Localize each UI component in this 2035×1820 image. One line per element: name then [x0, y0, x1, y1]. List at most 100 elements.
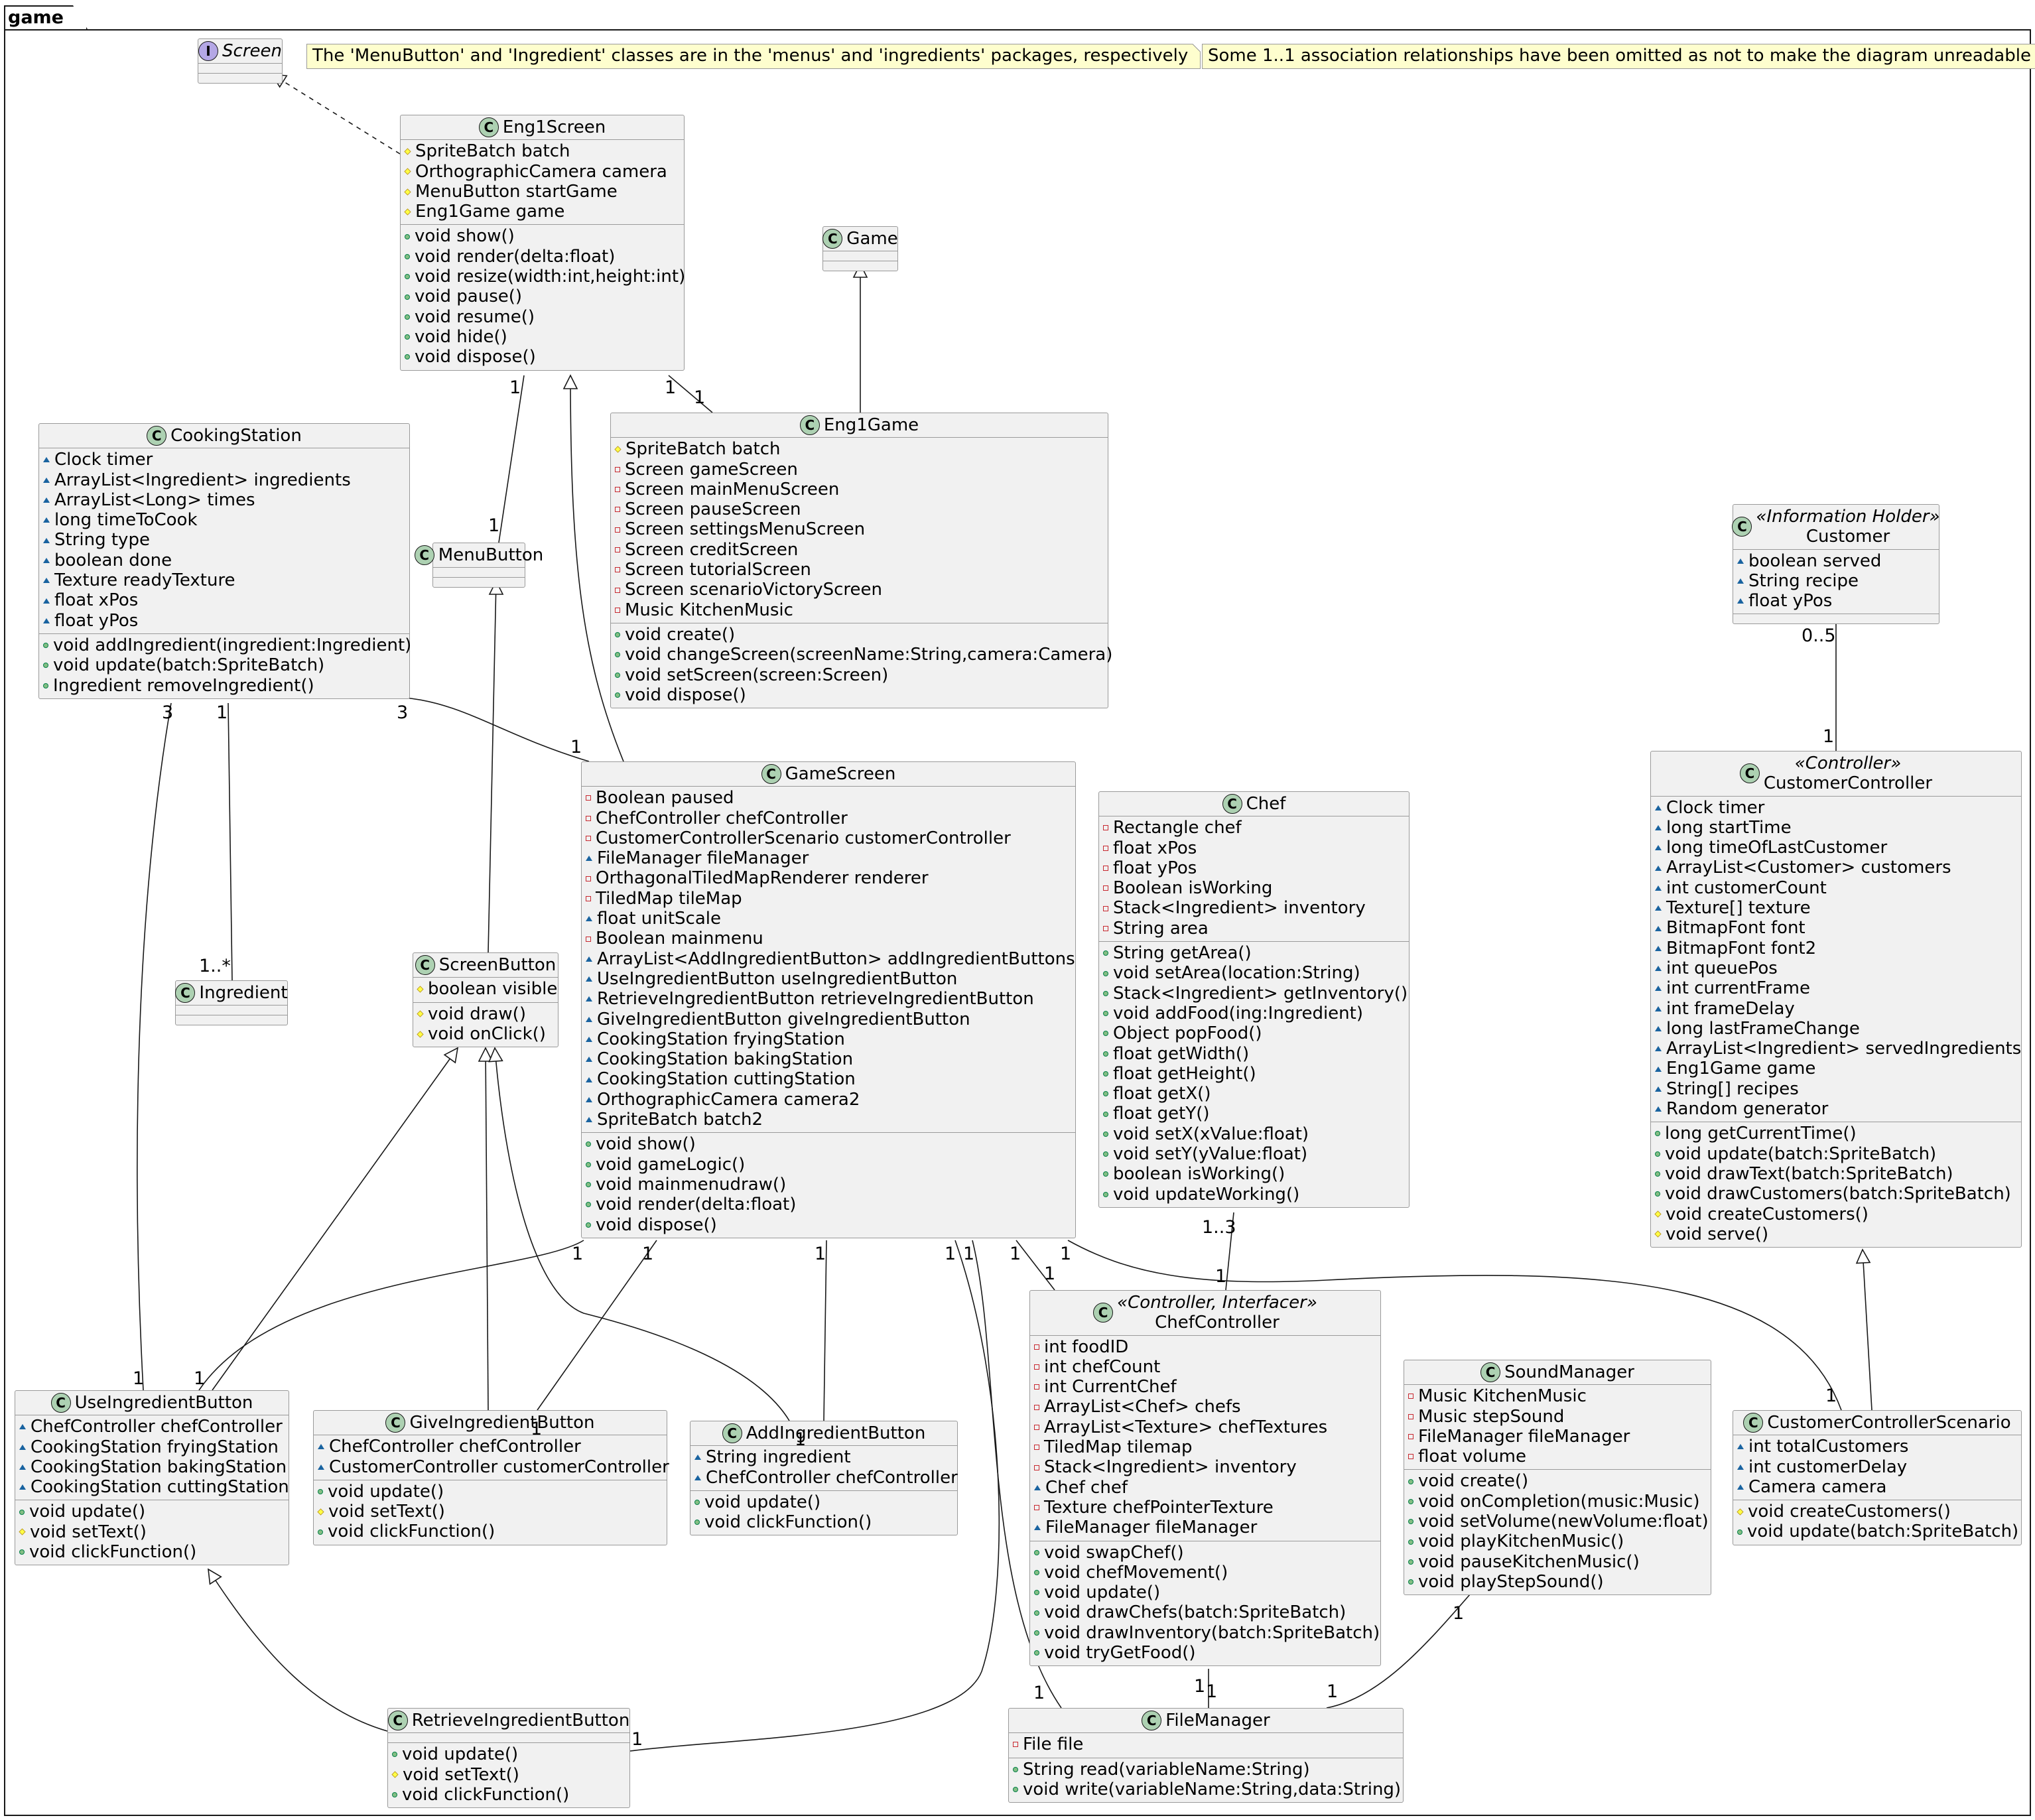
visibility-pkg-icon	[586, 916, 592, 922]
class-icon: C	[147, 426, 167, 446]
package-name: game	[4, 5, 88, 29]
member-text: ChefController chefController	[596, 808, 848, 828]
class-field: Stack<Ingredient> inventory	[1103, 898, 1405, 918]
member-text: Eng1Game game	[415, 202, 565, 222]
class-methods	[823, 261, 897, 271]
multiplicity-label: 3	[162, 702, 174, 723]
member-text: Music KitchenMusic	[625, 600, 793, 620]
visibility-pkg-icon	[586, 1076, 592, 1082]
generalization-screenbutton-menubutton	[488, 580, 497, 953]
visibility-pkg-icon	[43, 457, 50, 463]
member-text: void write(variableName:String,data:Stri…	[1023, 1779, 1402, 1799]
member-text: SpriteBatch batch	[415, 141, 570, 162]
visibility-priv-icon	[1103, 885, 1108, 891]
member-text: void drawText(batch:SpriteBatch)	[1665, 1163, 1953, 1184]
class-method: void update()	[318, 1482, 663, 1502]
multiplicity-label: 1	[1206, 1681, 1218, 1702]
class-field: Screen pauseScreen	[615, 499, 1104, 519]
member-text: void gameLogic()	[596, 1154, 746, 1175]
class-method: void show()	[405, 226, 680, 246]
association-gamescreen-chefcontroller	[1016, 1240, 1055, 1291]
visibility-pkg-icon	[43, 517, 50, 523]
visibility-priv-icon	[615, 507, 620, 513]
class-field: Texture[] texture	[1655, 898, 2017, 918]
multiplicity-label: 1..*	[199, 956, 231, 976]
class-method: void render(delta:float)	[405, 247, 680, 267]
multiplicity-label: 3	[397, 702, 409, 723]
member-text: int customerDelay	[1748, 1457, 1908, 1477]
class-name: Screen	[222, 41, 282, 61]
class-method: void write(variableName:String,data:Stri…	[1013, 1779, 1402, 1799]
multiplicity-label: 1	[509, 377, 521, 398]
class-field: CookingStation fryingStation	[19, 1437, 285, 1457]
class-method: void tryGetFood()	[1034, 1643, 1376, 1663]
class-methods: void update()void clickFunction()	[690, 1490, 957, 1535]
class-field: CustomerController customerController	[318, 1457, 669, 1477]
visibility-pub-icon	[1408, 1579, 1413, 1585]
class-field: ChefController chefController	[19, 1417, 285, 1437]
visibility-pub-icon	[1103, 1131, 1108, 1137]
member-text: CookingStation cuttingStation	[597, 1069, 856, 1090]
class-field: UseIngredientButton useIngredientButton	[586, 969, 1071, 989]
class-field: FileManager fileManager	[1034, 1518, 1376, 1537]
visibility-pkg-icon	[1655, 1086, 1662, 1092]
class-methods	[433, 577, 525, 587]
class-method: void update()	[694, 1492, 953, 1512]
visibility-pkg-icon	[1655, 1006, 1662, 1011]
visibility-pkg-icon	[1737, 1484, 1744, 1490]
visibility-pkg-icon	[1655, 1046, 1662, 1052]
class-field: FileManager fileManager	[1408, 1427, 1707, 1447]
class-field: TiledMap tileMap	[586, 889, 1071, 909]
class-field: GiveIngredientButton giveIngredientButto…	[586, 1009, 1071, 1029]
member-text: OrthagonalTiledMapRenderer renderer	[596, 868, 929, 889]
member-text: void chefMovement()	[1044, 1562, 1228, 1583]
visibility-pkg-icon	[586, 976, 592, 982]
member-text: void drawInventory(batch:SpriteBatch)	[1044, 1622, 1380, 1643]
class-stereotype: «Information Holder»	[1756, 507, 1940, 527]
class-method: void update(batch:SpriteBatch)	[1737, 1522, 2018, 1541]
member-text: void setX(xValue:float)	[1113, 1124, 1309, 1144]
class-method: void update(batch:SpriteBatch)	[1655, 1144, 2017, 1164]
visibility-prot-icon	[317, 1508, 324, 1516]
member-text: boolean done	[54, 550, 172, 570]
class-methods: void create()void changeScreen(screenNam…	[611, 622, 1112, 708]
class-method: void render(delta:float)	[586, 1195, 1071, 1214]
class-method: void setText()	[19, 1522, 285, 1542]
visibility-pkg-icon	[1737, 578, 1744, 584]
class-name: GiveIngredientButton	[409, 1413, 595, 1433]
member-text: int queuePos	[1666, 958, 1778, 978]
class-field: Clock timer	[1655, 798, 2017, 818]
member-text: void update(batch:SpriteBatch)	[1665, 1143, 1937, 1164]
visibility-pub-icon	[1103, 1151, 1108, 1157]
member-text: Texture readyTexture	[54, 570, 235, 591]
class-icon: C	[1739, 763, 1760, 784]
visibility-pkg-icon	[1737, 558, 1744, 564]
class-field: boolean served	[1737, 551, 1935, 571]
realization-eng1screen-screen	[271, 74, 401, 155]
member-text: void serve()	[1666, 1224, 1769, 1244]
member-text: Screen settingsMenuScreen	[625, 519, 866, 540]
member-text: void clickFunction()	[29, 1542, 197, 1563]
class-field: ChefController chefController	[586, 809, 1071, 828]
member-text: long lastFrameChange	[1666, 1018, 1860, 1039]
member-text: float getY()	[1113, 1104, 1210, 1124]
member-text: void resume()	[415, 306, 535, 327]
class-field: int totalCustomers	[1737, 1437, 2017, 1457]
class-field: int foodID	[1034, 1337, 1376, 1357]
member-text: float xPos	[54, 590, 139, 611]
visibility-pub-icon	[405, 274, 410, 280]
multiplicity-label: 1	[1327, 1681, 1339, 1702]
multiplicity-label: 1	[795, 1429, 807, 1450]
visibility-priv-icon	[1034, 1404, 1039, 1410]
